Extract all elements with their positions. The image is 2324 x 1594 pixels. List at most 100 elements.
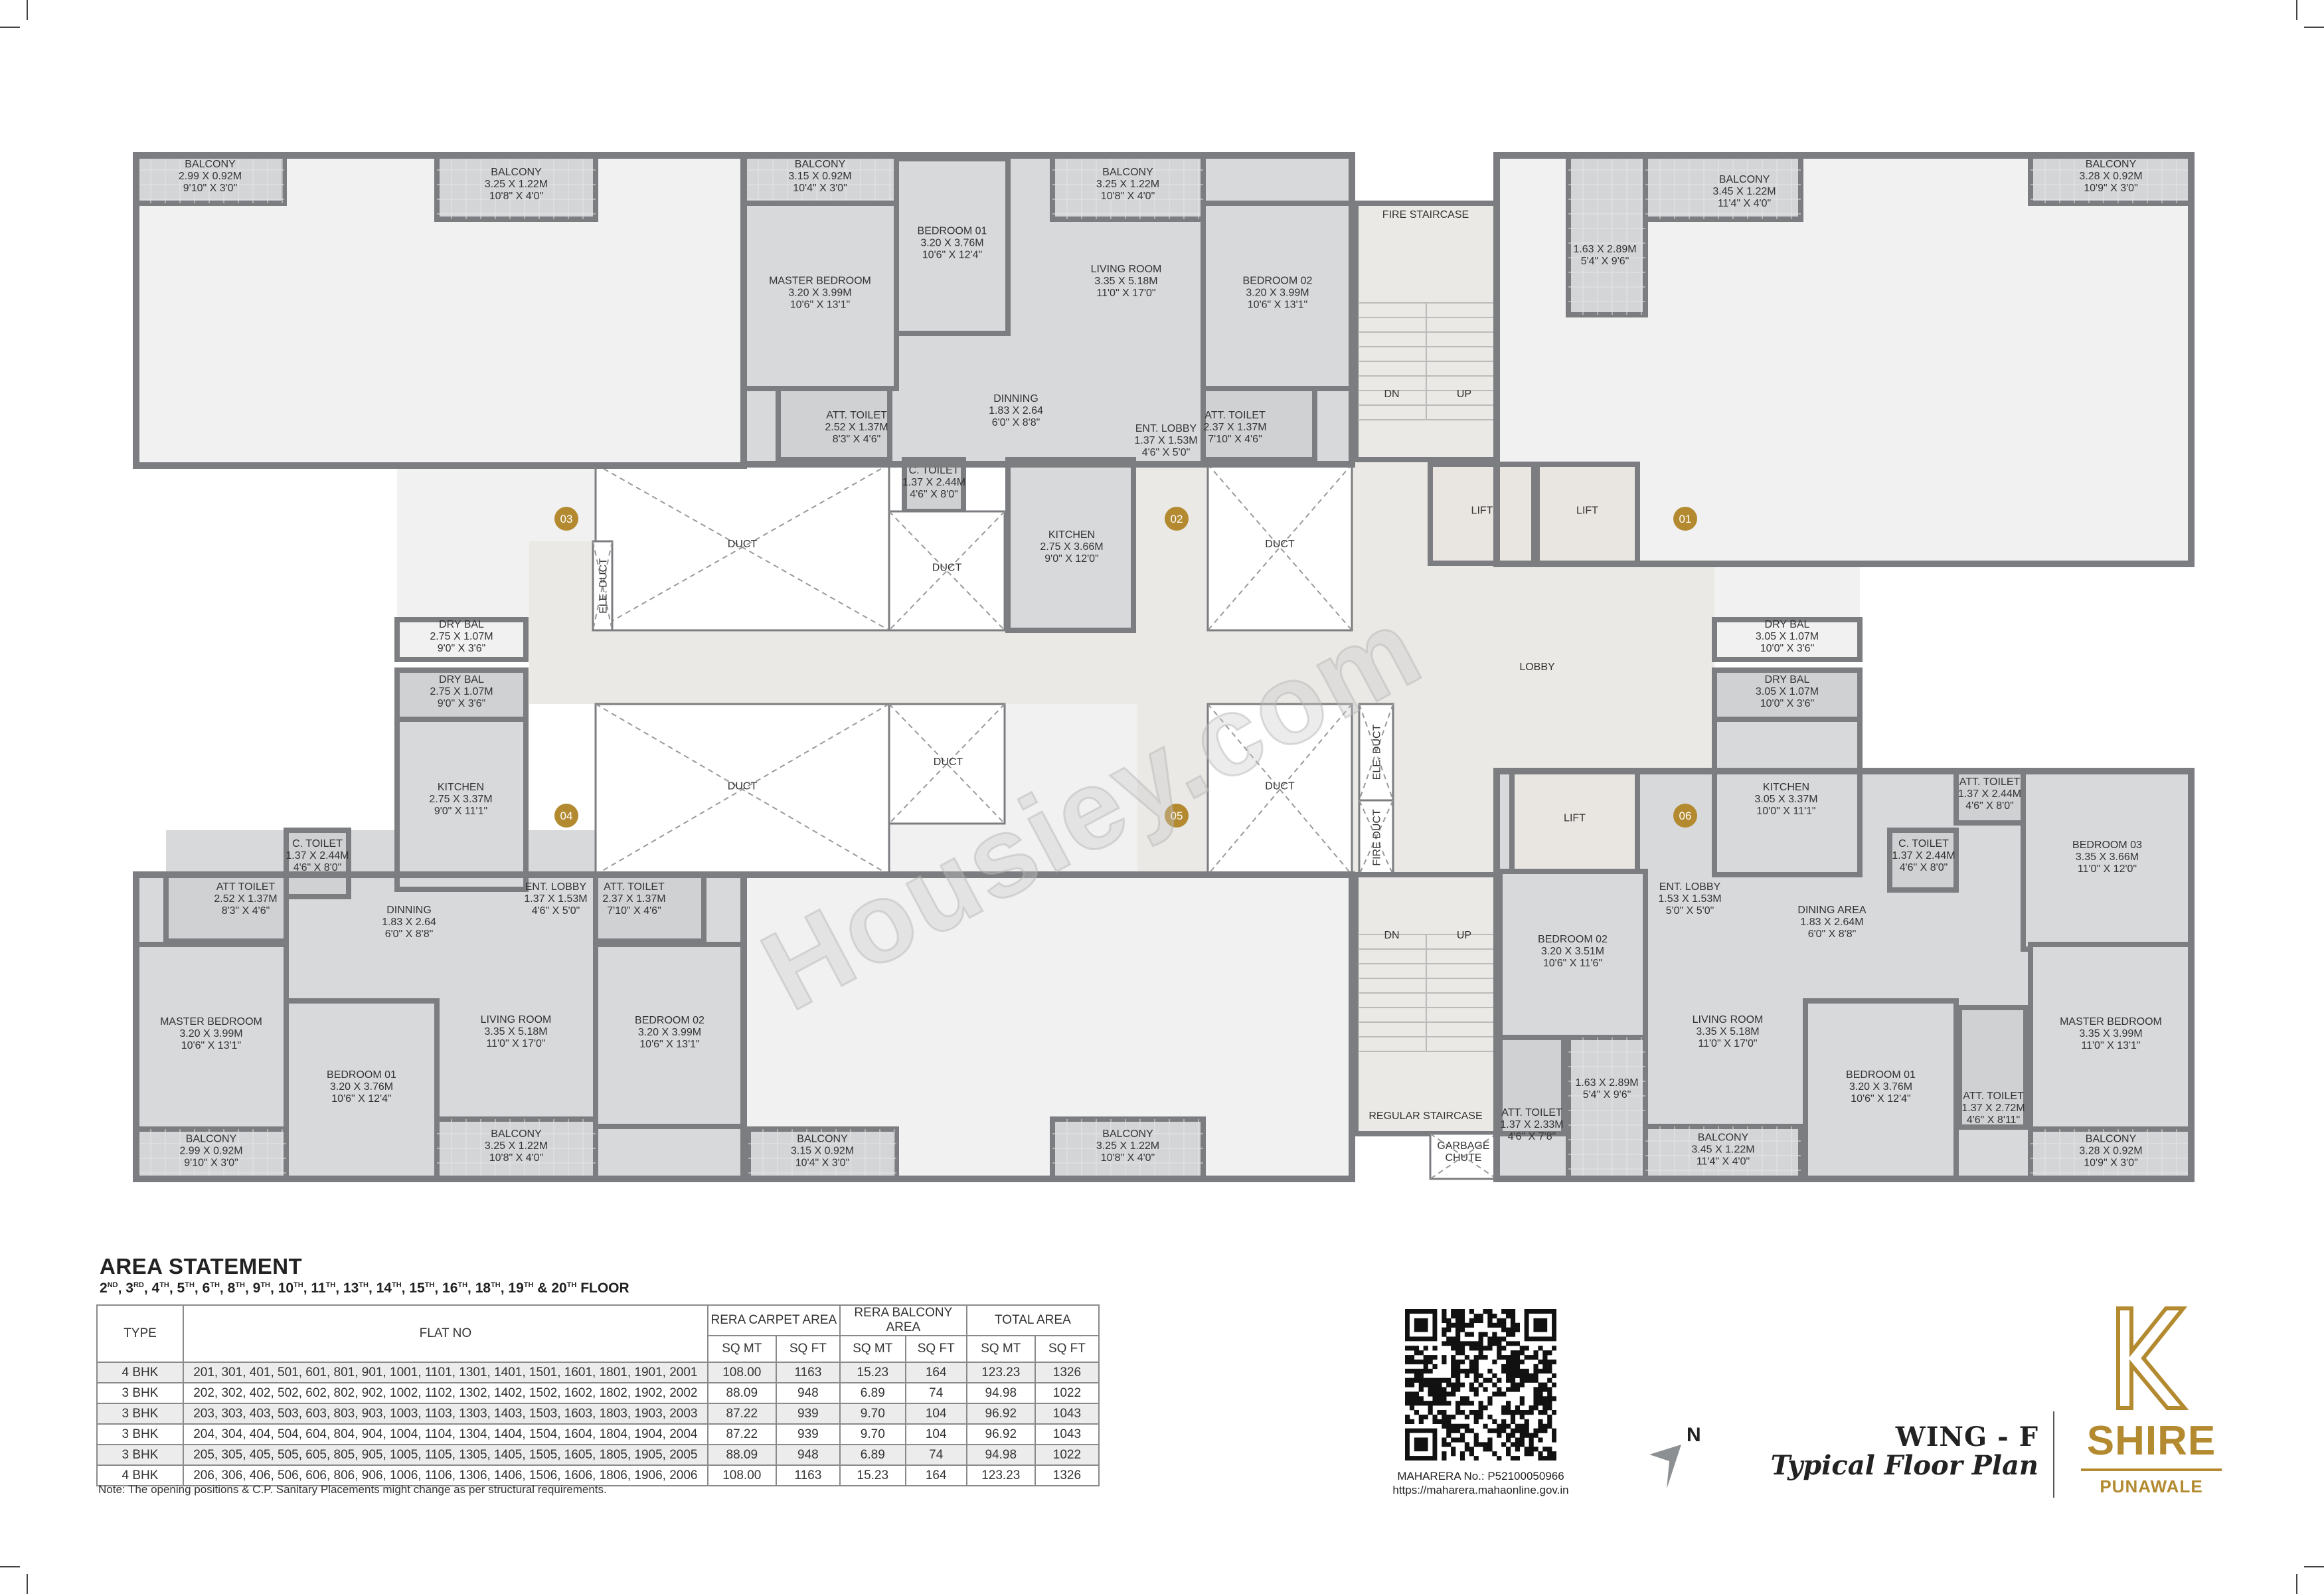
k-logo-icon bbox=[2116, 1306, 2189, 1410]
room-name: BALCONY bbox=[2086, 1134, 2137, 1145]
room-imperial: 4'6" X 5'0" bbox=[532, 905, 580, 917]
room-outline bbox=[394, 717, 529, 892]
cell-type: 3 BHK bbox=[96, 1403, 184, 1425]
cell-flats: 202, 302, 402, 502, 602, 802, 902, 1002,… bbox=[183, 1382, 708, 1404]
crop-mark bbox=[2296, 1574, 2297, 1594]
room-outline bbox=[1887, 828, 1959, 893]
room-name: KITCHEN bbox=[1763, 782, 1809, 793]
cell-carpet-ft: 948 bbox=[775, 1444, 841, 1466]
room-name: FIRE STAIRCASE bbox=[1382, 209, 1469, 221]
north-arrow-icon: N bbox=[1649, 1424, 1701, 1489]
unit-marker-05: 05 bbox=[1165, 804, 1189, 828]
unit-number: 02 bbox=[1171, 513, 1183, 525]
room-name: BEDROOM 03 bbox=[2072, 840, 2142, 851]
room-name: DINNING bbox=[993, 393, 1038, 404]
room-name: BALCONY bbox=[2086, 159, 2137, 170]
room-imperial: 10'0" X 3'6" bbox=[1760, 698, 1815, 709]
room-lift1: LIFT bbox=[1428, 462, 1536, 566]
unit-number: 05 bbox=[1171, 810, 1183, 822]
floor-number: 10 bbox=[278, 1281, 294, 1296]
room-outline bbox=[2028, 1126, 2194, 1182]
room-metric: 1.83 X 2.64 bbox=[989, 405, 1043, 416]
cell-carpet-mt: 108.00 bbox=[706, 1362, 777, 1383]
room-metric: 3.05 X 1.07M bbox=[1756, 686, 1819, 697]
unit-number: 01 bbox=[1679, 513, 1692, 525]
room-metric: 2.52 X 1.37M bbox=[825, 422, 888, 433]
crop-mark bbox=[2304, 1566, 2324, 1567]
room-outline bbox=[284, 828, 351, 899]
room-name: BALCONY bbox=[186, 1134, 237, 1145]
room-name: ATT. TOILET bbox=[1204, 410, 1266, 421]
crop-mark bbox=[0, 1566, 20, 1567]
cell-carpet-ft: 1163 bbox=[775, 1362, 841, 1383]
cell-flats: 203, 303, 403, 503, 603, 803, 903, 1003,… bbox=[183, 1403, 708, 1425]
floor-number: 9 bbox=[252, 1281, 261, 1296]
room-outline bbox=[888, 703, 1006, 825]
floor-number: 3 bbox=[125, 1281, 133, 1296]
crop-mark bbox=[2304, 27, 2324, 28]
room-imperial: 10'6" X 13'1" bbox=[1248, 300, 1307, 311]
cell-total-ft: 1022 bbox=[1034, 1382, 1100, 1404]
room-name: ATT. TOILET bbox=[1963, 1091, 2024, 1102]
cell-carpet-mt: 88.09 bbox=[706, 1444, 777, 1466]
floor-suffix: TH bbox=[391, 1281, 402, 1289]
room-outline bbox=[1206, 463, 1353, 632]
room-lobby: LOBBY bbox=[1519, 662, 1555, 673]
room-imperial: 9'0" X 11'1" bbox=[434, 806, 487, 817]
room-imperial: 10'6" X 11'6" bbox=[1543, 958, 1602, 969]
room-imperial: 10'4" X 3'0" bbox=[793, 183, 847, 194]
room-name: BALCONY bbox=[491, 167, 542, 178]
room-name: DUCT bbox=[728, 539, 758, 550]
room-name: BALCONY bbox=[491, 1128, 542, 1140]
room-metric: 3.35 X 3.66M bbox=[2076, 851, 2139, 863]
floor-suffix: RD bbox=[133, 1281, 144, 1289]
room-metric: 3.20 X 3.76M bbox=[1849, 1081, 1912, 1093]
header-carpet: RERA CARPET AREA bbox=[706, 1304, 841, 1336]
room-imperial: 11'4" X 4'0" bbox=[1718, 198, 1771, 209]
floor-number: 13 bbox=[343, 1281, 359, 1296]
room-metric: 3.45 X 1.22M bbox=[1712, 186, 1776, 197]
room-outline bbox=[1566, 1035, 1648, 1182]
cell-total-mt: 96.92 bbox=[965, 1423, 1036, 1445]
room-metric: 1.63 X 2.89M bbox=[1575, 1077, 1638, 1089]
room-imperial: 10'8" X 4'0" bbox=[489, 1152, 544, 1164]
room-imperial: 9'0" X 12'0" bbox=[1044, 553, 1099, 565]
floor-number: 5 bbox=[177, 1281, 185, 1296]
floor-number: 19 bbox=[508, 1281, 524, 1296]
unit-marker-04: 04 bbox=[554, 804, 578, 828]
room-name: ELE. DUCT bbox=[1372, 724, 1383, 780]
room-name: REGULAR STAIRCASE bbox=[1369, 1110, 1482, 1122]
room-name: DUCT bbox=[932, 563, 962, 574]
room-outline bbox=[2028, 942, 2194, 1132]
room-imperial: 4'6" X 8'0" bbox=[1900, 862, 1948, 873]
room-imperial: 7'10" X 4'6" bbox=[1208, 434, 1262, 445]
room-metric: 3.25 X 1.22M bbox=[485, 179, 548, 190]
room-imperial: 10'8" X 4'0" bbox=[489, 191, 544, 202]
room-outline bbox=[1803, 998, 1959, 1182]
room-metric: 3.20 X 3.99M bbox=[179, 1028, 242, 1039]
flat-outer-wall bbox=[1493, 152, 2195, 567]
room-metric: 2.75 X 3.66M bbox=[1040, 541, 1103, 553]
unit-marker-02: 02 bbox=[1165, 507, 1189, 531]
floors-joiner: & bbox=[537, 1281, 548, 1296]
room-name: LIFT bbox=[1576, 505, 1598, 517]
floor-suffix: TH bbox=[235, 1281, 245, 1289]
area-statement-floors: 2ND, 3RD, 4TH, 5TH, 6TH, 8TH, 9TH, 10TH,… bbox=[100, 1281, 629, 1296]
unit-marker-06: 06 bbox=[1673, 804, 1697, 828]
room-metric: 1.37 X 2.44M bbox=[1958, 788, 2021, 800]
room-metric: 2.52 X 1.37M bbox=[214, 893, 277, 905]
room-outline bbox=[284, 998, 440, 1182]
room-metric: 3.20 X 3.76M bbox=[330, 1081, 393, 1093]
room-outline bbox=[1201, 386, 1317, 462]
